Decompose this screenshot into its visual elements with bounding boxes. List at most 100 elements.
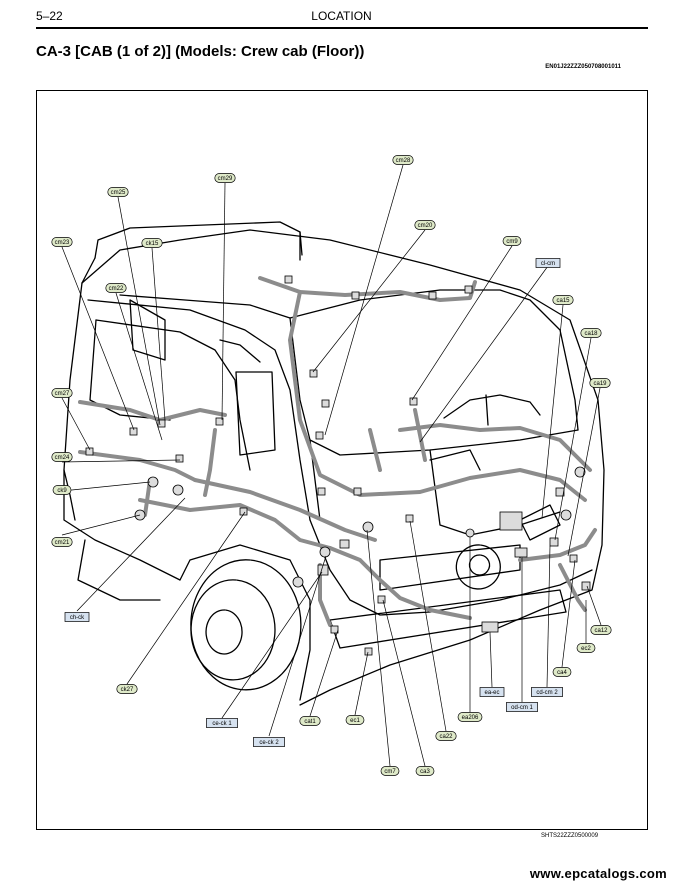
label-cm21: cm21 bbox=[51, 537, 73, 547]
grommet bbox=[560, 509, 572, 521]
label-cm27: cm27 bbox=[51, 388, 73, 398]
connector bbox=[581, 581, 591, 591]
label-ca22: ca22 bbox=[435, 731, 457, 741]
label-cm9: cm9 bbox=[502, 236, 522, 246]
label-text: ce-ck 1 bbox=[212, 721, 232, 727]
label-text: cm22 bbox=[109, 286, 124, 292]
label-text: cat1 bbox=[304, 719, 316, 725]
label-text: ca4 bbox=[557, 670, 567, 676]
connector bbox=[569, 554, 578, 563]
label-text: ea-ec bbox=[484, 690, 499, 696]
connector bbox=[364, 647, 373, 656]
label-ca4: ca4 bbox=[552, 667, 572, 677]
label-text: ca18 bbox=[584, 331, 598, 337]
label-text: ca22 bbox=[439, 734, 453, 740]
label-ec1: ec1 bbox=[345, 715, 365, 725]
grommet bbox=[362, 521, 374, 533]
callout-labels: cm28 cm29 cm25 cm20 ck15 cm23 cm9 cl-cm cm22 ca15… bbox=[51, 155, 612, 776]
grommet bbox=[292, 576, 304, 588]
connector bbox=[215, 417, 224, 426]
cab-outline bbox=[63, 221, 605, 706]
figure-code: SHTS22ZZZ0500009 bbox=[541, 833, 599, 839]
label-ce-ck-1: ce-ck 1 bbox=[206, 718, 238, 728]
connector bbox=[481, 621, 499, 633]
label-od-cm-1: od-cm 1 bbox=[506, 702, 538, 712]
label-ca12: ca12 bbox=[590, 625, 612, 635]
connector bbox=[175, 454, 184, 463]
label-ea-ec: ea-ec bbox=[479, 687, 505, 697]
grommet bbox=[465, 528, 475, 538]
grommet bbox=[574, 466, 586, 478]
connector bbox=[85, 447, 94, 456]
label-ca19: ca19 bbox=[589, 378, 611, 388]
label-text: cm24 bbox=[55, 455, 70, 461]
connector bbox=[405, 514, 414, 523]
label-cm29: cm29 bbox=[214, 173, 236, 183]
connector bbox=[317, 487, 326, 496]
connector bbox=[284, 275, 293, 284]
label-text: cm28 bbox=[396, 158, 411, 164]
label-text: cm23 bbox=[55, 240, 70, 246]
connector bbox=[339, 539, 350, 549]
label-cm23: cm23 bbox=[51, 237, 73, 247]
label-cat1: cat1 bbox=[299, 716, 321, 726]
footer-url: www.epcatalogs.com bbox=[529, 866, 667, 881]
connector bbox=[499, 511, 523, 531]
connector bbox=[409, 397, 418, 406]
label-cl-cm: cl-cm bbox=[535, 258, 561, 268]
label-text: cd-cm 2 bbox=[536, 690, 558, 696]
leader-lines bbox=[61, 164, 602, 767]
grommet bbox=[319, 546, 331, 558]
label-ea206: ea206 bbox=[457, 712, 483, 722]
label-cm25: cm25 bbox=[107, 187, 129, 197]
label-ck27: ck27 bbox=[116, 684, 138, 694]
label-text: ca12 bbox=[594, 628, 608, 634]
label-text: cm29 bbox=[218, 176, 233, 182]
label-text: ec2 bbox=[581, 646, 591, 652]
label-cm28: cm28 bbox=[392, 155, 414, 165]
connector bbox=[377, 595, 386, 604]
label-text: ea206 bbox=[462, 715, 479, 721]
label-text: ck27 bbox=[121, 687, 134, 693]
label-ca3: ca3 bbox=[415, 766, 435, 776]
page-number: 5–22 bbox=[36, 9, 63, 23]
connector bbox=[157, 419, 166, 428]
label-text: ck15 bbox=[146, 241, 159, 247]
header-rule bbox=[36, 27, 648, 29]
connector bbox=[555, 487, 565, 497]
page-title: CA-3 [CAB (1 of 2)] (Models: Crew cab (F… bbox=[36, 43, 365, 60]
label-ca15: ca15 bbox=[552, 295, 574, 305]
label-ck9: ck9 bbox=[52, 485, 72, 495]
label-text: cm9 bbox=[506, 239, 518, 245]
grommet bbox=[172, 484, 184, 496]
label-ce-ck-2: ce-ck 2 bbox=[253, 737, 285, 747]
wire-harness bbox=[78, 276, 597, 627]
label-text: cm7 bbox=[384, 769, 396, 775]
connector-markers bbox=[85, 275, 591, 656]
label-cm20: cm20 bbox=[414, 220, 436, 230]
connector bbox=[315, 431, 324, 440]
label-text: ca3 bbox=[420, 769, 430, 775]
label-text: od-cm 1 bbox=[511, 705, 533, 711]
connector bbox=[464, 285, 473, 294]
connector bbox=[549, 537, 559, 547]
connector bbox=[428, 291, 437, 300]
label-cm7: cm7 bbox=[380, 766, 400, 776]
label-text: ch-ck bbox=[70, 615, 85, 621]
label-ck15: ck15 bbox=[141, 238, 163, 248]
label-text: ca19 bbox=[593, 381, 607, 387]
label-cm22: cm22 bbox=[105, 283, 127, 293]
label-text: cl-cm bbox=[541, 261, 555, 267]
diagram-frame bbox=[36, 90, 648, 830]
label-text: ck9 bbox=[57, 488, 67, 494]
section-title: LOCATION bbox=[311, 9, 372, 23]
label-ec2: ec2 bbox=[576, 643, 596, 653]
document-code: EN01J22ZZZ050708001011 bbox=[545, 64, 621, 70]
label-text: cm20 bbox=[418, 223, 433, 229]
label-cm24: cm24 bbox=[51, 452, 73, 462]
label-text: cm25 bbox=[111, 190, 126, 196]
label-ch-ck: ch-ck bbox=[64, 612, 90, 622]
connector bbox=[351, 291, 360, 300]
label-text: ec1 bbox=[350, 718, 360, 724]
